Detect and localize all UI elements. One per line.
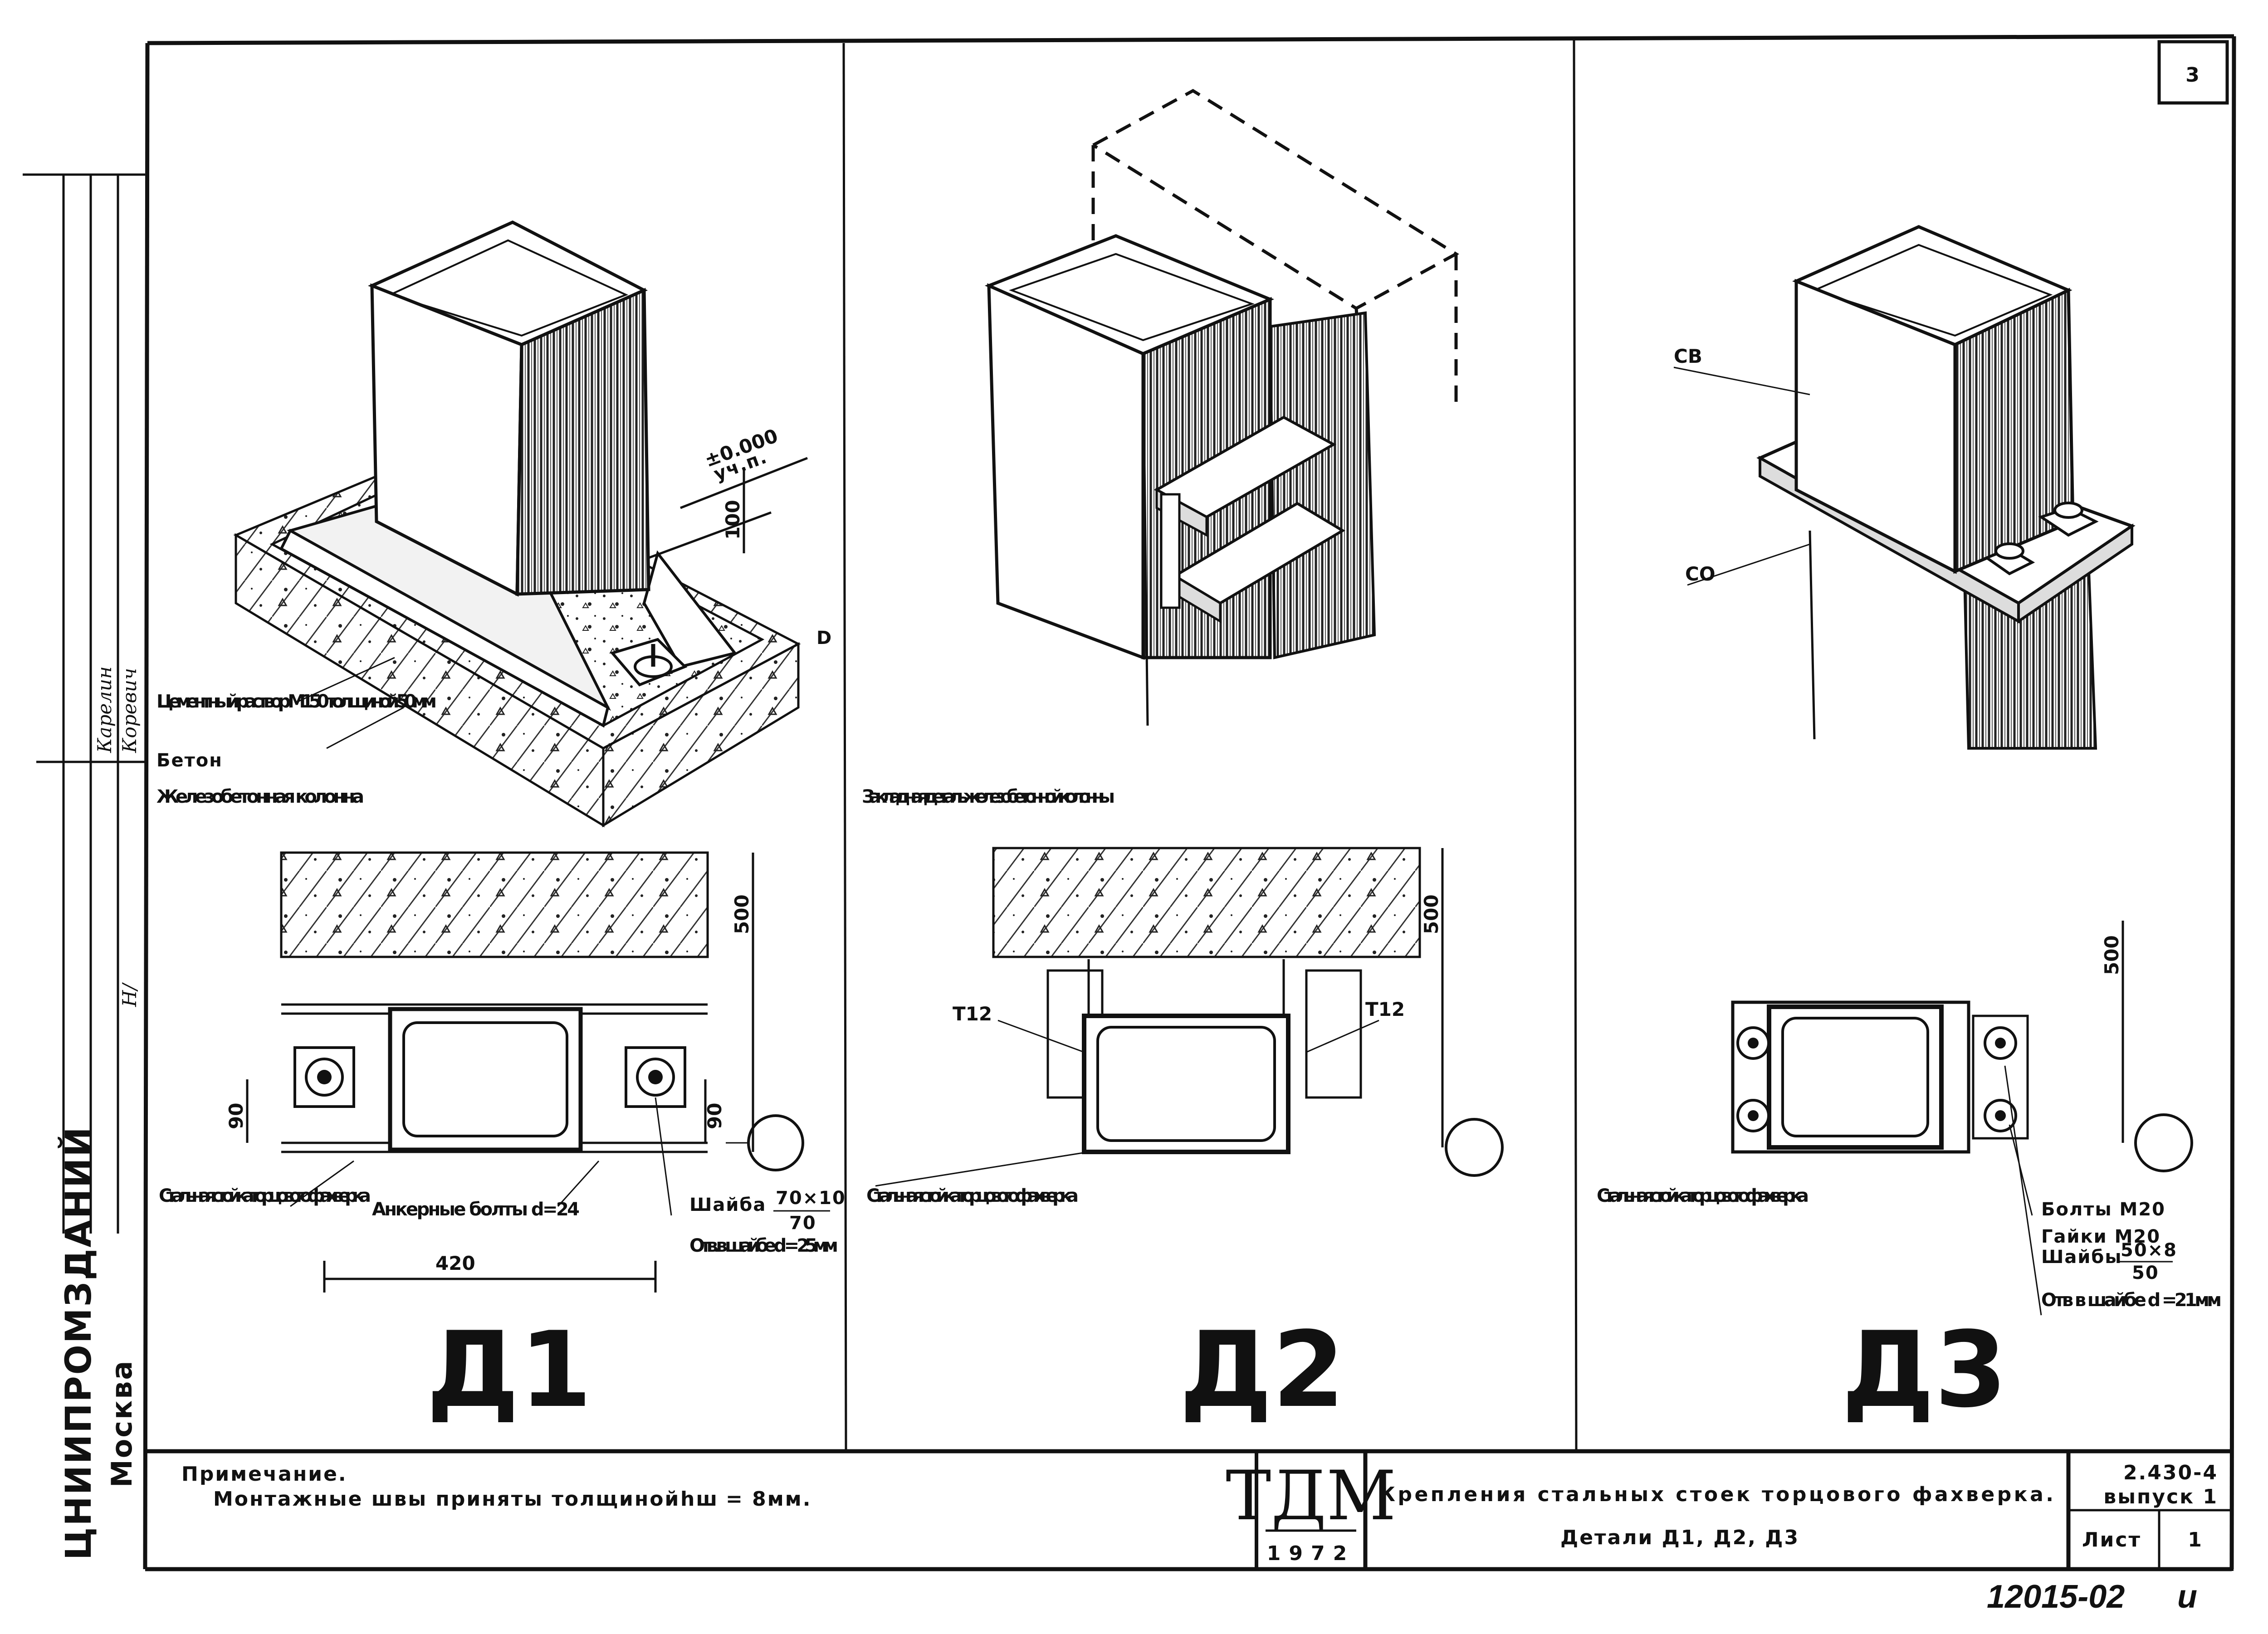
d1-column-side	[515, 288, 650, 596]
d2-label-t12-right: Т12	[1365, 998, 1405, 1020]
org-name: ЦНИИПРОМЗДАНИЙ	[58, 1126, 99, 1560]
d3-dim-500: 500	[2101, 935, 2123, 975]
d1-label-cement: Цементный раствор М150 толщиной 50мм	[156, 691, 438, 712]
corner-sheet-number: 3	[2185, 63, 2201, 87]
d1-dim-420: 420	[435, 1252, 475, 1274]
d3-bolt-plan-4	[1984, 1099, 2017, 1132]
d3-bolt-plan-3	[1984, 1026, 2017, 1060]
d3-label-washers: Шайбы	[2041, 1247, 2122, 1268]
d1-anchor-bolt-iso	[610, 638, 688, 687]
archive-number: 12015-02	[1987, 1579, 2125, 1615]
note-weld-symbol: hш	[680, 1488, 719, 1511]
sheet-frame	[143, 34, 2236, 1571]
svg-text:D: D	[816, 628, 832, 649]
d3-bolt-iso-2	[2038, 502, 2099, 537]
d1-isometric-view: 100 ±0.000 уч.п. D	[233, 220, 832, 828]
d2-label-steel-post: Стальная стойка торцового фахверка	[866, 1185, 1080, 1206]
d3-label-nuts: Гайки М20	[2041, 1226, 2160, 1247]
note-text-pre: Монтажные швы приняты толщиной	[213, 1488, 680, 1511]
d2-rc-column-section	[992, 847, 1421, 958]
signature-3: Н/	[118, 982, 141, 1007]
title-line-2: Детали Д1, Д2, Д3	[1560, 1526, 1799, 1549]
title-line-1: Крепления стальных стоек торцового фахве…	[1379, 1483, 2055, 1506]
d3-label-bolts: Болты М20	[2041, 1199, 2165, 1220]
left-margin-stamp: Карелин Коревич Н/ ЦНИИПРОМЗДАНИЙ Москва	[23, 173, 145, 1560]
d3-label-cb: СВ	[1674, 345, 1702, 367]
d3-bolt-plan-1	[1736, 1026, 1770, 1060]
note-heading: Примечание.	[181, 1463, 347, 1486]
corner-sheet-number-box: 3	[2157, 40, 2229, 105]
d3-axis-marker	[2134, 1113, 2193, 1172]
archive-suffix: и	[2177, 1579, 2197, 1615]
d3-label-co: СО	[1685, 563, 1716, 585]
d3-isometric-view	[1673, 225, 2136, 750]
note: Примечание. Монтажные швы приняты толщин…	[181, 1463, 811, 1511]
d1-dim-100: 100	[722, 500, 744, 540]
d1-label-anchor-bolts: Анкерные болты d=24	[372, 1199, 581, 1220]
d3-label-steel-post: Стальная стойка торцового фахверка	[1597, 1185, 1810, 1206]
d1-dim-90-left: 90	[225, 1103, 247, 1129]
d2-dim-500: 500	[1420, 894, 1442, 934]
signature-1: Карелин	[93, 666, 116, 753]
panel-d1: 100 ±0.000 уч.п. D Цементный раствор М15…	[156, 220, 846, 1431]
d1-axis-marker	[747, 1114, 804, 1171]
signature-2: Коревич	[118, 668, 141, 753]
note-text-post: = 8мм.	[726, 1488, 811, 1511]
d3-plan-view: 500	[1731, 921, 2193, 1316]
d2-label-t12-left: Т12	[953, 1003, 992, 1025]
d3-label-washer-hole: Отв в шайбе d =21мм	[2041, 1290, 2223, 1311]
sheet-label: Лист	[2082, 1528, 2141, 1551]
d3-label-washers-den: 50	[2132, 1263, 2159, 1283]
d2-title: Д2	[1179, 1310, 1345, 1431]
logo: ТДМ	[1226, 1457, 1396, 1536]
sheet-value: 1	[2188, 1528, 2203, 1551]
d2-plan-view: 500	[875, 847, 1504, 1187]
d1-label-rc-column: Железобетонная колонна	[156, 786, 365, 807]
d1-label-washer: Шайба	[689, 1195, 766, 1215]
org-city: Москва	[105, 1360, 138, 1488]
d1-title: Д1	[426, 1310, 592, 1431]
d1-dim-500: 500	[731, 894, 753, 934]
doc-code: 2.430-4	[2123, 1461, 2218, 1484]
d1-label-washer-hole: Отв.в шайбе d = 25мм	[689, 1235, 839, 1256]
d1-dim-90-right: 90	[704, 1103, 726, 1129]
d3-bolt-iso-1	[1984, 542, 2035, 576]
d1-label-concrete: Бетон	[156, 750, 223, 771]
d2-axis-marker	[1445, 1118, 1504, 1177]
d1-label-washer-size-num: 70×10	[776, 1188, 846, 1209]
d1-label-steel-post: Стальная стойка торцового фахверка	[159, 1185, 372, 1206]
d2-label-embedded: Закладная деталь железобетонной колонны	[862, 786, 1116, 807]
d2-isometric-view	[984, 88, 1459, 726]
d1-label-washer-size-den: 70	[789, 1213, 816, 1234]
d1-foundation-side	[602, 642, 800, 828]
d3-bolt-plan-2	[1736, 1099, 1770, 1132]
d1-anchor-bolt-left	[293, 1046, 355, 1108]
d3-label-washers-num: 50×8	[2121, 1240, 2177, 1261]
d1-rc-column-section	[280, 851, 709, 958]
issue: выпуск 1	[2103, 1485, 2218, 1508]
title-block: ТДМ 1972 Крепления стальных стоек торцов…	[1226, 1449, 2234, 1571]
logo-year: 1972	[1267, 1542, 1355, 1565]
panel-d2: 500 Закладная деталь железобетонной коло…	[862, 88, 1504, 1431]
d1-plan-view: 500 90 90 420	[225, 851, 804, 1293]
d1-anchor-bolt-right	[625, 1046, 686, 1108]
d3-title: Д3	[1842, 1310, 2007, 1431]
panel-d3: СВ СО 500 Стальная стойка торцового фахв…	[1597, 225, 2223, 1431]
